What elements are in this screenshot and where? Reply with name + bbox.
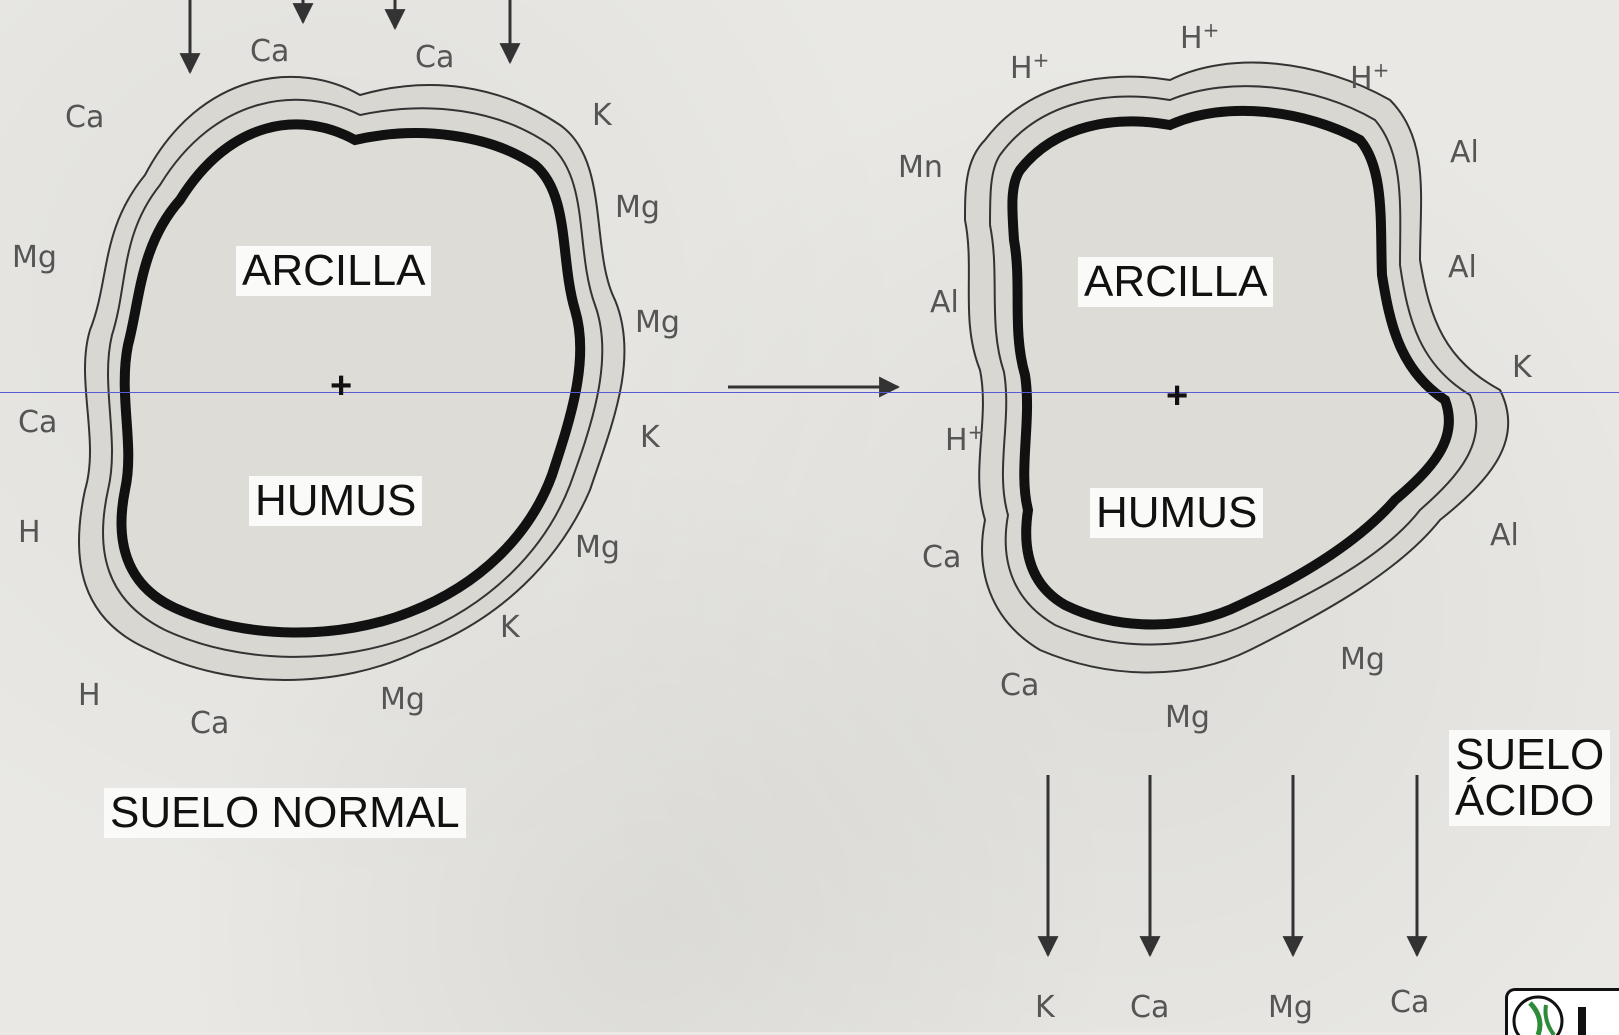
ion-label: H+ bbox=[1350, 58, 1389, 96]
ion-label: H+ bbox=[1010, 48, 1049, 86]
ion-label: Ca bbox=[18, 405, 57, 440]
caption-acid-soil-line1: SUELO bbox=[1455, 732, 1604, 778]
humus-label: HUMUS bbox=[1090, 488, 1263, 538]
ion-label: Mg bbox=[12, 240, 57, 275]
ion-label: Ca bbox=[415, 40, 454, 75]
ion-label: Mg bbox=[575, 530, 620, 565]
ion-label: Ca bbox=[1000, 668, 1039, 703]
ion-label: Ca bbox=[65, 100, 104, 135]
ion-label: K bbox=[592, 98, 612, 133]
leached-ion: Ca bbox=[1390, 985, 1429, 1020]
ion-label: H+ bbox=[945, 420, 984, 458]
plus-sign: + bbox=[330, 365, 352, 408]
ion-label: H bbox=[18, 515, 41, 550]
ion-label: K bbox=[640, 420, 660, 455]
leached-ion: Ca bbox=[1130, 990, 1169, 1025]
ion-label: Al bbox=[1450, 135, 1479, 170]
ion-label: Mg bbox=[615, 190, 660, 225]
ion-label: Ca bbox=[922, 540, 961, 575]
ion-label: Mg bbox=[380, 682, 425, 717]
ion-label: Al bbox=[930, 285, 959, 320]
caption-normal-soil: SUELO NORMAL bbox=[104, 788, 466, 838]
ion-label: Al bbox=[1490, 518, 1519, 553]
leached-ion: K bbox=[1035, 990, 1055, 1025]
clay-label: ARCILLA bbox=[1078, 257, 1273, 307]
logo-emblem bbox=[1505, 988, 1619, 1035]
ion-label: H bbox=[78, 678, 101, 713]
ion-label: Ca bbox=[250, 34, 289, 69]
ion-label: Mn bbox=[898, 150, 943, 185]
ion-label: Al bbox=[1448, 250, 1477, 285]
clay-label: ARCILLA bbox=[236, 246, 431, 296]
acid-soil-particle bbox=[965, 63, 1508, 673]
ion-label: Mg bbox=[1340, 642, 1385, 677]
guide-line bbox=[0, 392, 1619, 393]
ion-label: Mg bbox=[635, 305, 680, 340]
ion-label: Mg bbox=[1165, 700, 1210, 735]
ion-label: H+ bbox=[1180, 18, 1219, 56]
ion-label: Ca bbox=[190, 706, 229, 741]
plus-sign: + bbox=[1166, 375, 1188, 418]
logo-leaf-icon bbox=[1508, 991, 1619, 1035]
humus-label: HUMUS bbox=[249, 476, 422, 526]
ion-label: K bbox=[500, 610, 520, 645]
caption-acid-soil: SUELO ÁCIDO bbox=[1449, 730, 1610, 826]
leached-ion: Mg bbox=[1268, 990, 1313, 1025]
ion-label: K bbox=[1512, 350, 1532, 385]
caption-acid-soil-line2: ÁCIDO bbox=[1455, 778, 1604, 824]
